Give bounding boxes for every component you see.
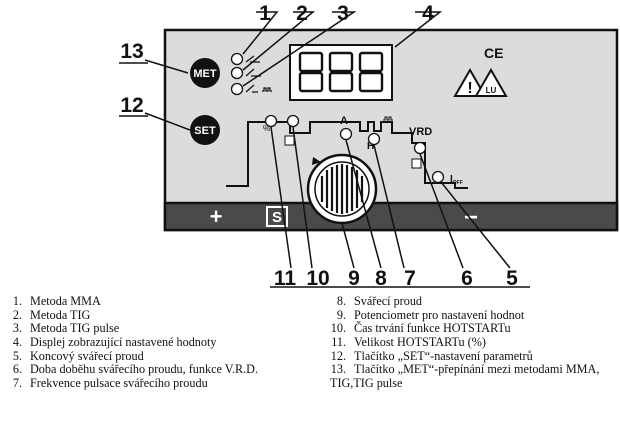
callout-2: 2 [296, 2, 308, 25]
curve-label-vrd: VRD [409, 126, 432, 138]
legend-left-column: 1.Metoda MMA 2.Metoda TIG 3.Metoda TIG p… [6, 294, 259, 391]
callout-4: 4 [422, 2, 434, 25]
welder-panel-diagram: + S − MET SET CE ! LU A [119, 2, 619, 290]
legend-item: 10.Čas trvání funkce HOTSTARTu [330, 321, 511, 336]
led-hotstart-time [286, 114, 300, 128]
legend-item: 2.Metoda TIG [12, 307, 91, 322]
callout-5: 5 [506, 267, 518, 290]
callout-6: 6 [461, 267, 473, 290]
curve-label-h: H [367, 141, 374, 152]
callout-11: 11 [274, 267, 297, 290]
s-mark-box [266, 206, 288, 227]
minus-terminal-label: − [464, 204, 478, 231]
set-button-label: SET [194, 125, 216, 137]
lu-sign-icon: LU [474, 67, 508, 97]
callout-leader-lines [144, 11, 511, 269]
hotstart-percent-icon: % [263, 124, 270, 133]
callout-8: 8 [375, 267, 387, 290]
legend-item: 9.Potenciometr pro nastavení hodnot [336, 307, 525, 322]
curve-label-a: A [340, 115, 348, 127]
met-button-label: MET [193, 68, 217, 80]
legend-item: 12.Tlačítko „SET“-nastavení parametrů [330, 348, 533, 363]
callout-10: 10 [306, 267, 329, 290]
legend-item: 1.Metoda MMA [12, 294, 101, 308]
led-pulse-frequency [367, 132, 381, 146]
legend-item: 3.Metoda TIG pulse [12, 321, 120, 336]
legend-item: 13.Tlačítko „MET“-přepínání mezi metodam… [330, 362, 600, 391]
plus-terminal-label: + [210, 204, 223, 229]
hotstart-time-icon [284, 135, 295, 146]
led-tig [230, 66, 244, 80]
tig-pulse-icon [245, 84, 272, 93]
led-welding-current [339, 127, 353, 141]
callout-1: 1 [259, 2, 271, 25]
display-digits [298, 51, 384, 93]
legend-item: 8.Svářecí proud [336, 294, 423, 308]
callout-12: 12 [120, 94, 143, 117]
warning-sign-icon: ! [453, 67, 487, 97]
led-final-current [431, 170, 445, 184]
callout-3: 3 [337, 2, 349, 25]
legend-item: 11.Velikost HOTSTARTu (%) [331, 335, 486, 350]
legend-item: 7.Frekvence pulsace svářecího proudu [12, 376, 208, 391]
met-button[interactable] [190, 58, 220, 88]
pulse-wave-icon [383, 116, 393, 121]
svg-text:LU: LU [486, 86, 497, 95]
curve-label-ioff: IOFF [450, 174, 463, 186]
legend-right-column: 8.Svářecí proud 9.Potenciometr pro nasta… [330, 294, 600, 391]
led-hotstart-size [264, 114, 278, 128]
s-mark-label: S [272, 209, 282, 226]
led-mma [230, 52, 244, 66]
vrd-time-icon [411, 158, 422, 169]
led-tig-pulse [230, 82, 244, 96]
callout-numbers: 1 2 3 4 13 12 11 10 9 8 7 6 5 [120, 2, 518, 290]
callout-13: 13 [120, 40, 143, 63]
callout-7: 7 [404, 267, 416, 290]
svg-text:!: ! [467, 80, 472, 97]
led-vrd-downslope [413, 141, 427, 155]
callout-9: 9 [348, 267, 360, 290]
legend-item: 4.Displej zobrazující nastavené hodnoty [12, 335, 217, 350]
legend-item: 6.Doba doběhu svářecího proudu, funkce V… [12, 362, 259, 377]
legend-item: 5.Koncový svářecí proud [12, 348, 144, 363]
svg-text:%: % [263, 124, 270, 133]
ce-mark: CE [484, 45, 503, 61]
set-button[interactable] [190, 115, 220, 145]
